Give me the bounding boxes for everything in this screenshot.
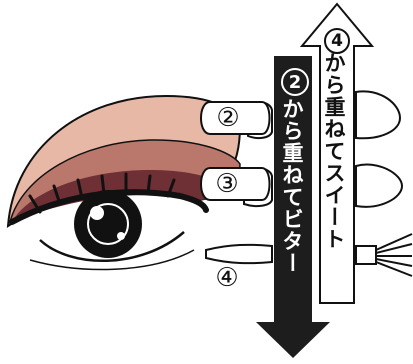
step-label-2: ② [211,101,245,135]
step-label-4: ④ [210,261,244,295]
iris [74,190,142,258]
sweet-arrow-number: 4 [324,28,350,54]
bitter-arrow-text: から重ねてビター [281,98,302,274]
step-label-3: ③ [210,167,244,201]
sweet-arrow-text: から重ねてスイート [323,52,344,250]
bitter-arrow-number: 2 [281,68,309,96]
